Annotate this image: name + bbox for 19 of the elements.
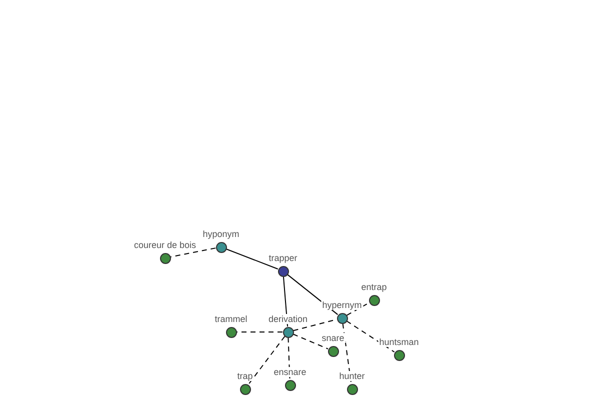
connector-line — [346, 302, 370, 316]
node-label: hyponym — [202, 229, 240, 239]
connector-line — [292, 334, 328, 350]
connector-line — [342, 322, 352, 384]
node-label: snare — [320, 333, 346, 343]
connector-line — [288, 337, 290, 380]
node-label: entrap — [360, 282, 388, 292]
node-label: ensnare — [272, 367, 308, 377]
connector-line — [226, 248, 278, 270]
node-label: hypernym — [321, 300, 363, 310]
node-label: trammel — [214, 314, 248, 324]
connector-line — [346, 320, 395, 352]
node-label: coureur de bois — [132, 240, 198, 250]
node-label: derivation — [267, 314, 309, 324]
node-label: trapper — [268, 253, 298, 263]
connector-line — [248, 336, 286, 386]
node-label: hunter — [338, 371, 366, 381]
node-label: huntsman — [378, 337, 420, 347]
node-label: trap — [236, 371, 254, 381]
